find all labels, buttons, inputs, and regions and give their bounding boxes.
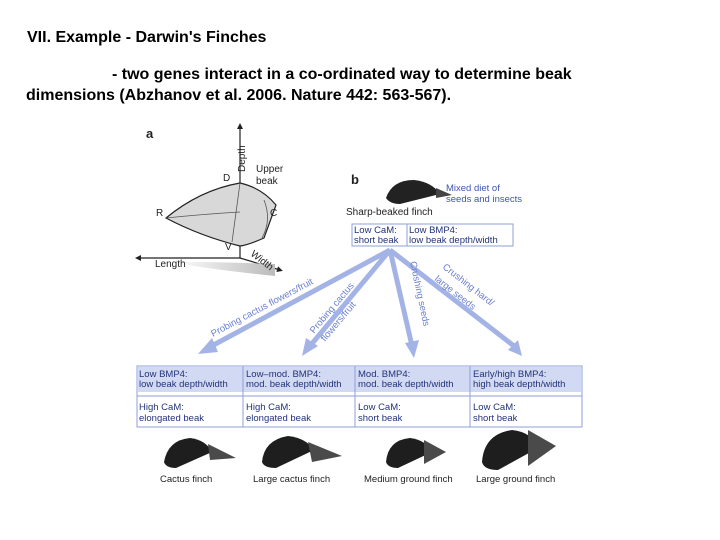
point-r: R <box>156 208 163 219</box>
ancestor-bmp-2: low beak depth/width <box>409 235 498 246</box>
ancestor-bmp-1: Low BMP4: <box>409 225 458 236</box>
table-cam-4-line-2: short beak <box>473 413 518 424</box>
length-label: Length <box>155 259 186 270</box>
depth-label: Depth <box>237 145 248 172</box>
arrow-to-medium-ground-finch <box>387 249 415 347</box>
finch-table: Low BMP4: low beak depth/width High CaM:… <box>136 365 583 428</box>
ancestor-label: Sharp-beaked finch <box>346 207 433 218</box>
radiation-arrows <box>198 247 522 358</box>
arrow-to-cactus-finch <box>206 247 392 351</box>
table-cam-1-line-2: elongated beak <box>139 413 204 424</box>
table-bmp-4-line-2: high beak depth/width <box>473 379 565 390</box>
slide-subtitle: - two genes interact in a co-ordinated w… <box>26 64 686 106</box>
finch-caption-4: Large ground finch <box>476 474 555 485</box>
ancestor-table <box>351 223 514 247</box>
cactus-finch-image <box>164 438 236 468</box>
point-v: V <box>225 242 232 253</box>
medium-ground-finch-image <box>386 438 446 468</box>
panel-a-letter: a <box>146 126 154 141</box>
sharp-beaked-finch-image <box>386 180 452 204</box>
arrow-label-crushing-seeds: Crushing seeds <box>407 260 432 327</box>
beak-mid-line <box>165 211 241 219</box>
point-d: D <box>223 173 230 184</box>
table-bmp-2-line-1: Low–mod. BMP4: <box>246 369 321 380</box>
arrow-label-probing-flowers: Probing cactus flowers/fruit <box>209 276 315 339</box>
panel-b-letter: b <box>351 172 359 187</box>
panel-a: a Depth Length Width D R C V Upper beak <box>135 123 284 276</box>
table-bmp-1-line-2: low beak depth/width <box>139 379 228 390</box>
upper-beak-shape <box>164 182 277 247</box>
finch-table-header-band <box>138 367 581 392</box>
table-cam-4-line-1: Low CaM: <box>473 402 516 413</box>
large-cactus-finch-image <box>262 436 342 468</box>
arrow-to-large-ground-finch <box>388 248 516 348</box>
point-c: C <box>270 208 277 219</box>
table-cam-2-line-2: elongated beak <box>246 413 311 424</box>
ancestor-cam-2: short beak <box>354 235 399 246</box>
table-bmp-4-line-1: Early/high BMP4: <box>473 369 546 380</box>
subtitle-line-2: dimensions (Abzhanov et al. 2006. Nature… <box>26 87 452 104</box>
table-bmp-2-line-2: mod. beak depth/width <box>246 379 342 390</box>
finch-caption-3: Medium ground finch <box>364 474 453 485</box>
diet-line-1: Mixed diet of <box>446 183 500 194</box>
arrow-to-large-cactus-finch <box>308 248 392 348</box>
large-ground-finch-image <box>482 430 556 470</box>
diet-line-2: seeds and insects <box>446 194 522 205</box>
ancestor-cam-1: Low CaM: <box>354 225 397 236</box>
subtitle-line-1: - two genes interact in a co-ordinated w… <box>112 66 572 83</box>
table-bmp-1-line-1: Low BMP4: <box>139 369 188 380</box>
table-cam-3-line-2: short beak <box>358 413 403 424</box>
lower-beak-shape <box>170 262 275 276</box>
upper-beak-label-1: Upper <box>256 164 284 175</box>
table-bmp-3-line-1: Mod. BMP4: <box>358 369 410 380</box>
beak-curve-line <box>261 199 268 239</box>
finch-caption-1: Cactus finch <box>160 474 212 485</box>
upper-beak-label-2: beak <box>256 176 279 187</box>
table-bmp-3-line-2: mod. beak depth/width <box>358 379 454 390</box>
table-cam-1-line-1: High CaM: <box>139 402 184 413</box>
table-cam-2-line-1: High CaM: <box>246 402 291 413</box>
table-cam-3-line-1: Low CaM: <box>358 402 401 413</box>
finch-caption-2: Large cactus finch <box>253 474 330 485</box>
slide-title: VII. Example - Darwin's Finches <box>27 29 267 46</box>
